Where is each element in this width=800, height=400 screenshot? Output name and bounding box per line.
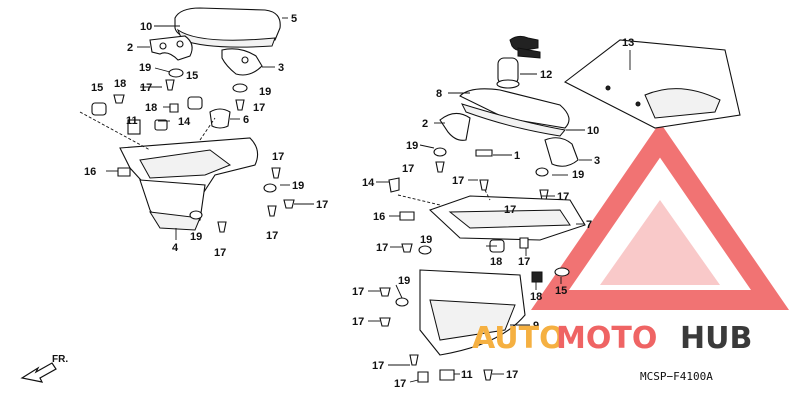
callout: 17 [394,378,406,390]
callout: 11 [461,369,473,381]
callout: 17 [214,247,226,259]
callout: 4 [172,242,179,254]
left-leaders [106,17,314,240]
callout: 1 [514,150,520,162]
callout: 17 [316,199,328,211]
callout: 17 [253,102,265,114]
callout: 19 [292,180,304,192]
callout: 19 [139,62,151,74]
callout: 19 [190,231,202,243]
callout: 16 [84,166,96,178]
callout: 12 [540,69,552,81]
callout: 3 [594,155,600,167]
callout: 17 [372,360,384,372]
callout: 19 [398,275,410,287]
callout: 19 [259,86,271,98]
left-assembly [79,7,295,233]
watermark-part-moto: MOTO [556,321,657,356]
callout: 18 [530,291,542,303]
callout: 18 [114,78,126,90]
callout: 8 [436,88,442,100]
callout: 17 [506,369,518,381]
callout: 15 [186,70,198,82]
callout: 14 [362,177,375,189]
callout: 10 [140,21,152,33]
right-callouts: 13 12 8 2 10 19 1 17 3 17 19 14 17 17 16… [352,37,634,390]
callout: 9 [533,320,539,332]
watermark-text: AUTO MOTO HUB [472,321,752,356]
callout: 17 [266,230,278,242]
right-assembly [379,35,741,383]
watermark-part-hub: HUB [680,321,752,356]
callout: 10 [587,125,599,137]
callout: 17 [352,286,364,298]
callout: 17 [504,204,516,216]
callout: 5 [291,13,297,25]
callout: 19 [420,234,432,246]
callout: 6 [243,114,249,126]
callout: 18 [145,102,157,114]
callout: 7 [586,219,592,231]
watermark-part-auto: AUTO [472,321,565,356]
callout: 19 [406,140,418,152]
callout: 11 [126,115,138,127]
watermark-logo [530,122,790,310]
callout: 14 [178,116,191,128]
callout: 17 [272,151,284,163]
callout: 15 [555,285,567,297]
callout: 17 [452,175,464,187]
callout: 17 [352,316,364,328]
front-direction-arrow: FR. [20,354,68,383]
callout: 2 [127,42,133,54]
diagram-code: MCSP−F4100A [640,370,713,383]
callout: 18 [490,256,502,268]
callout: 3 [278,62,284,74]
callout: 17 [518,256,530,268]
callout: 15 [91,82,103,94]
callout: 19 [572,169,584,181]
right-leaders [368,50,631,383]
direction-label: FR. [52,354,68,365]
callout: 13 [622,37,634,49]
callout: 17 [402,163,414,175]
left-callouts: 10 5 2 3 19 15 17 18 15 19 18 17 14 6 11… [84,13,328,259]
callout: 17 [557,191,569,203]
callout: 17 [140,82,152,94]
callout: 17 [376,242,388,254]
callout: 2 [422,118,428,130]
callout: 16 [373,211,385,223]
